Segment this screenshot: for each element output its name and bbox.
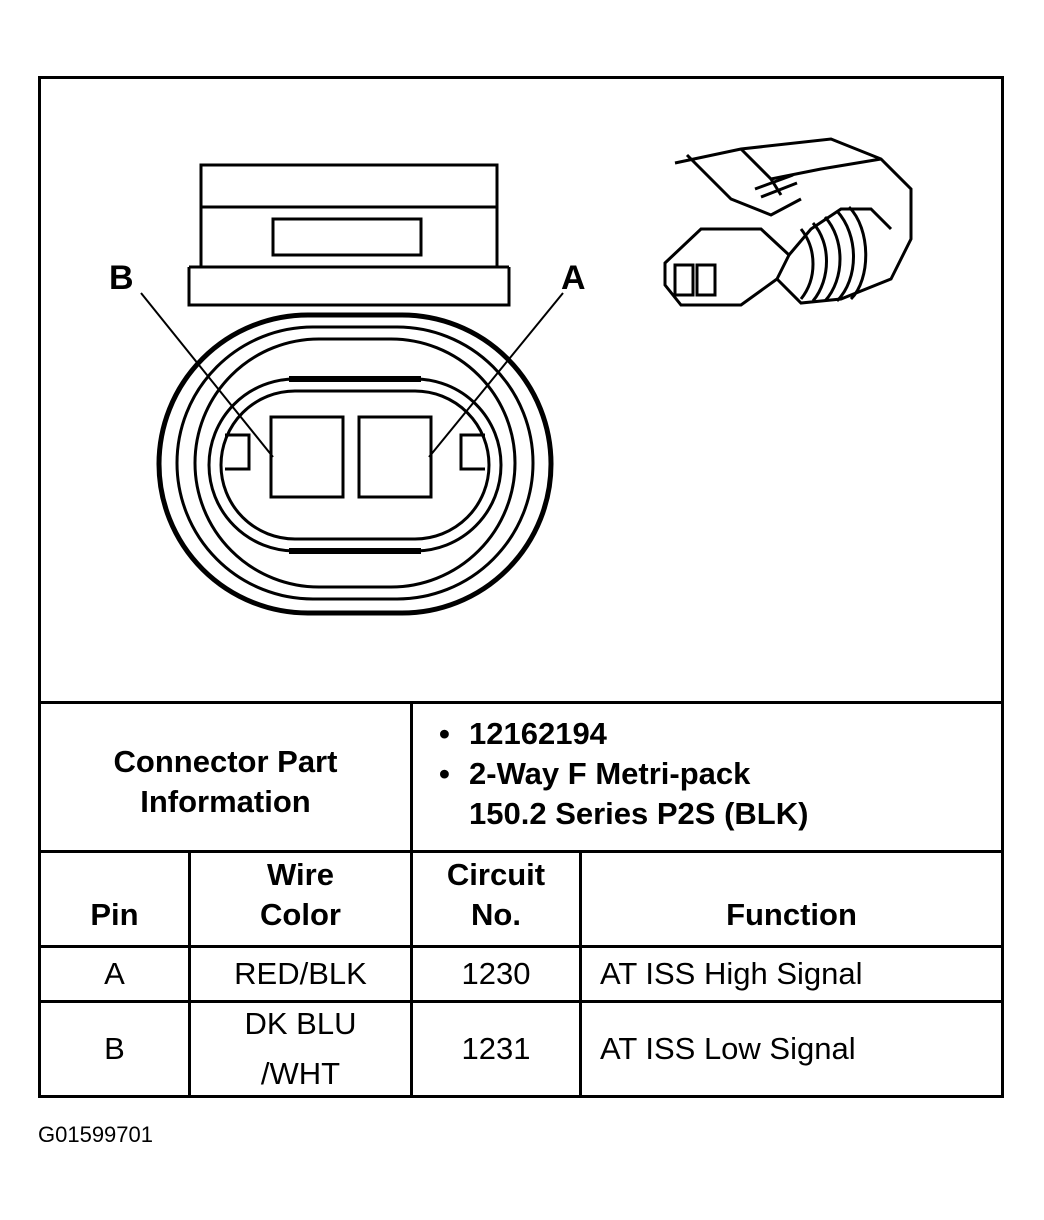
pin-b-leader-line	[140, 292, 274, 458]
wire-color-value-line2: /WHT	[260, 1056, 341, 1091]
table-row-a-wire-color: RED/BLK	[191, 948, 410, 1000]
connector-description-line1: 2-Way F Metri-pack	[469, 756, 751, 791]
wire-color-value: RED/BLK	[234, 956, 367, 991]
connector-part-info-label-line2: Information	[140, 784, 311, 819]
pin-b-cavity	[269, 415, 345, 499]
table-row-a-function: AT ISS High Signal	[582, 948, 1001, 1000]
header-wire-color: Wire Color	[191, 853, 410, 945]
part-number-item: • 12162194	[439, 714, 1001, 754]
divider-line	[579, 850, 582, 1095]
table-row-a-pin: A	[41, 948, 188, 1000]
connector-description-line2: 150.2 Series P2S (BLK)	[469, 796, 809, 831]
pin-a-label: A	[561, 259, 586, 297]
header-wire-color-line1: Wire	[267, 857, 334, 892]
circuit-value: 1231	[461, 1031, 531, 1066]
figure-code: G01599701	[38, 1122, 153, 1147]
connector-drawing: B A	[41, 79, 1001, 701]
pin-a-leader-line	[428, 292, 564, 458]
connector-part-info-label-line1: Connector Part	[113, 744, 338, 779]
divider-line	[410, 850, 413, 1095]
connector-face-oval	[156, 312, 554, 616]
header-circuit-no: Circuit No.	[413, 853, 579, 945]
divider-line	[41, 945, 1001, 948]
wire-color-value-line1: DK BLU	[244, 1006, 357, 1041]
connector-part-info-label: Connector Part Information	[41, 704, 410, 850]
table-row-a-circuit: 1230	[413, 948, 579, 1000]
connector-description-item-cont: 150.2 Series P2S (BLK)	[469, 794, 1001, 834]
connector-part-info-list: • 12162194 • 2-Way F Metri-pack 150.2 Se…	[413, 704, 1001, 850]
table-row-b-pin: B	[41, 1003, 188, 1095]
function-value: AT ISS Low Signal	[600, 1031, 856, 1066]
header-circuit-line2: No.	[471, 897, 521, 932]
divider-line	[41, 701, 1001, 704]
header-function-text: Function	[726, 897, 857, 932]
connector-description-item: • 2-Way F Metri-pack	[439, 754, 1001, 794]
connector-figure-frame: B A Con	[38, 76, 1004, 1098]
table-row-b-circuit: 1231	[413, 1003, 579, 1095]
pin-value: A	[104, 956, 125, 991]
header-pin-text: Pin	[90, 897, 139, 932]
divider-line	[41, 1000, 1001, 1003]
pin-a-cavity	[357, 415, 433, 499]
bullet: •	[439, 716, 450, 751]
circuit-value: 1230	[461, 956, 531, 991]
part-number: 12162194	[469, 716, 607, 751]
pin-b-label: B	[109, 259, 134, 297]
header-wire-color-line2: Color	[260, 897, 341, 932]
header-circuit-line1: Circuit	[446, 857, 546, 892]
header-pin: Pin	[41, 853, 188, 945]
connector-face-housing	[187, 163, 511, 307]
table-row-b-wire-color: DK BLU /WHT	[191, 1003, 410, 1095]
table-row-b-function: AT ISS Low Signal	[582, 1003, 1001, 1095]
bullet: •	[439, 756, 450, 791]
connector-isometric-view	[663, 137, 913, 307]
divider-line	[41, 850, 1001, 853]
divider-line	[188, 850, 191, 1095]
header-function: Function	[582, 853, 1001, 945]
function-value: AT ISS High Signal	[600, 956, 863, 991]
divider-line	[410, 701, 413, 850]
pin-value: B	[104, 1031, 125, 1066]
connector-illustration: B A	[109, 137, 913, 616]
